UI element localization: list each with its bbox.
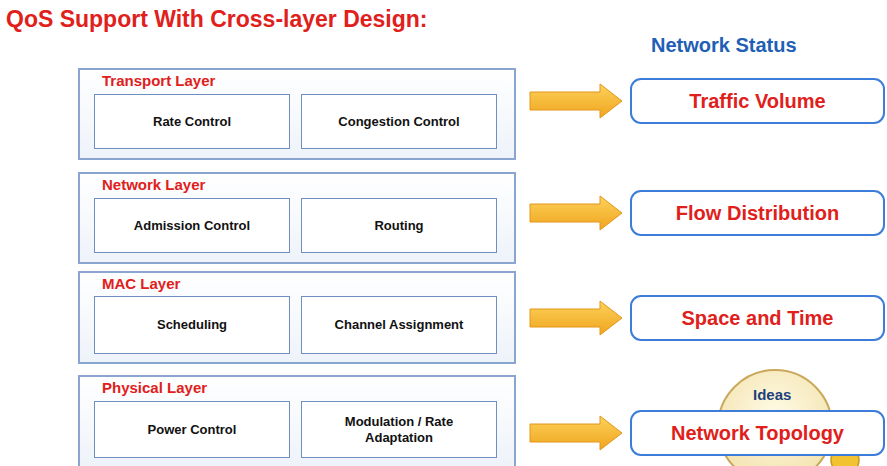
function-label: Channel Assignment [335,317,464,333]
function-box: Modulation / Rate Adaptation [301,401,497,458]
function-label: Power Control [148,422,237,438]
layer-panel: MAC LayerScheduling Channel Assignment [78,271,516,364]
function-label: Admission Control [134,218,250,234]
layer-heading: Transport Layer [102,72,215,89]
column-heading: Network Status [651,34,797,57]
layer-panel: Transport LayerRate Control Congestion Co… [78,68,516,160]
status-box: Space and Time [630,295,885,341]
layer-panel: Network LayerAdmission Control Routing [78,172,516,264]
diagram-title: QoS Support With Cross-layer Design: [6,6,428,33]
function-box: Scheduling [94,296,290,354]
function-box: Routing [301,198,497,253]
status-box: Network Topology [630,410,885,456]
function-box: Congestion Control [301,94,497,149]
layer-heading: Physical Layer [102,379,207,396]
status-label: Traffic Volume [689,90,825,113]
function-box: Power Control [94,401,290,458]
function-label: Congestion Control [338,114,459,130]
status-label: Network Topology [671,422,844,445]
status-box: Traffic Volume [630,78,885,124]
block-arrow [530,301,622,335]
block-arrow [530,196,622,230]
function-label: Modulation / Rate Adaptation [310,414,488,445]
clipart-text: Ideas [753,386,791,403]
function-label: Routing [374,218,423,234]
block-arrow [530,416,622,450]
status-label: Space and Time [682,307,834,330]
block-arrow [530,84,622,118]
layer-panel: Physical LayerPower Control Modulation / … [78,375,516,466]
function-label: Rate Control [153,114,231,130]
function-label: Scheduling [157,317,227,333]
status-label: Flow Distribution [676,202,839,225]
function-box: Admission Control [94,198,290,253]
function-box: Rate Control [94,94,290,149]
status-box: Flow Distribution [630,190,885,236]
function-box: Channel Assignment [301,296,497,354]
layer-heading: MAC Layer [102,275,180,292]
layer-heading: Network Layer [102,176,205,193]
